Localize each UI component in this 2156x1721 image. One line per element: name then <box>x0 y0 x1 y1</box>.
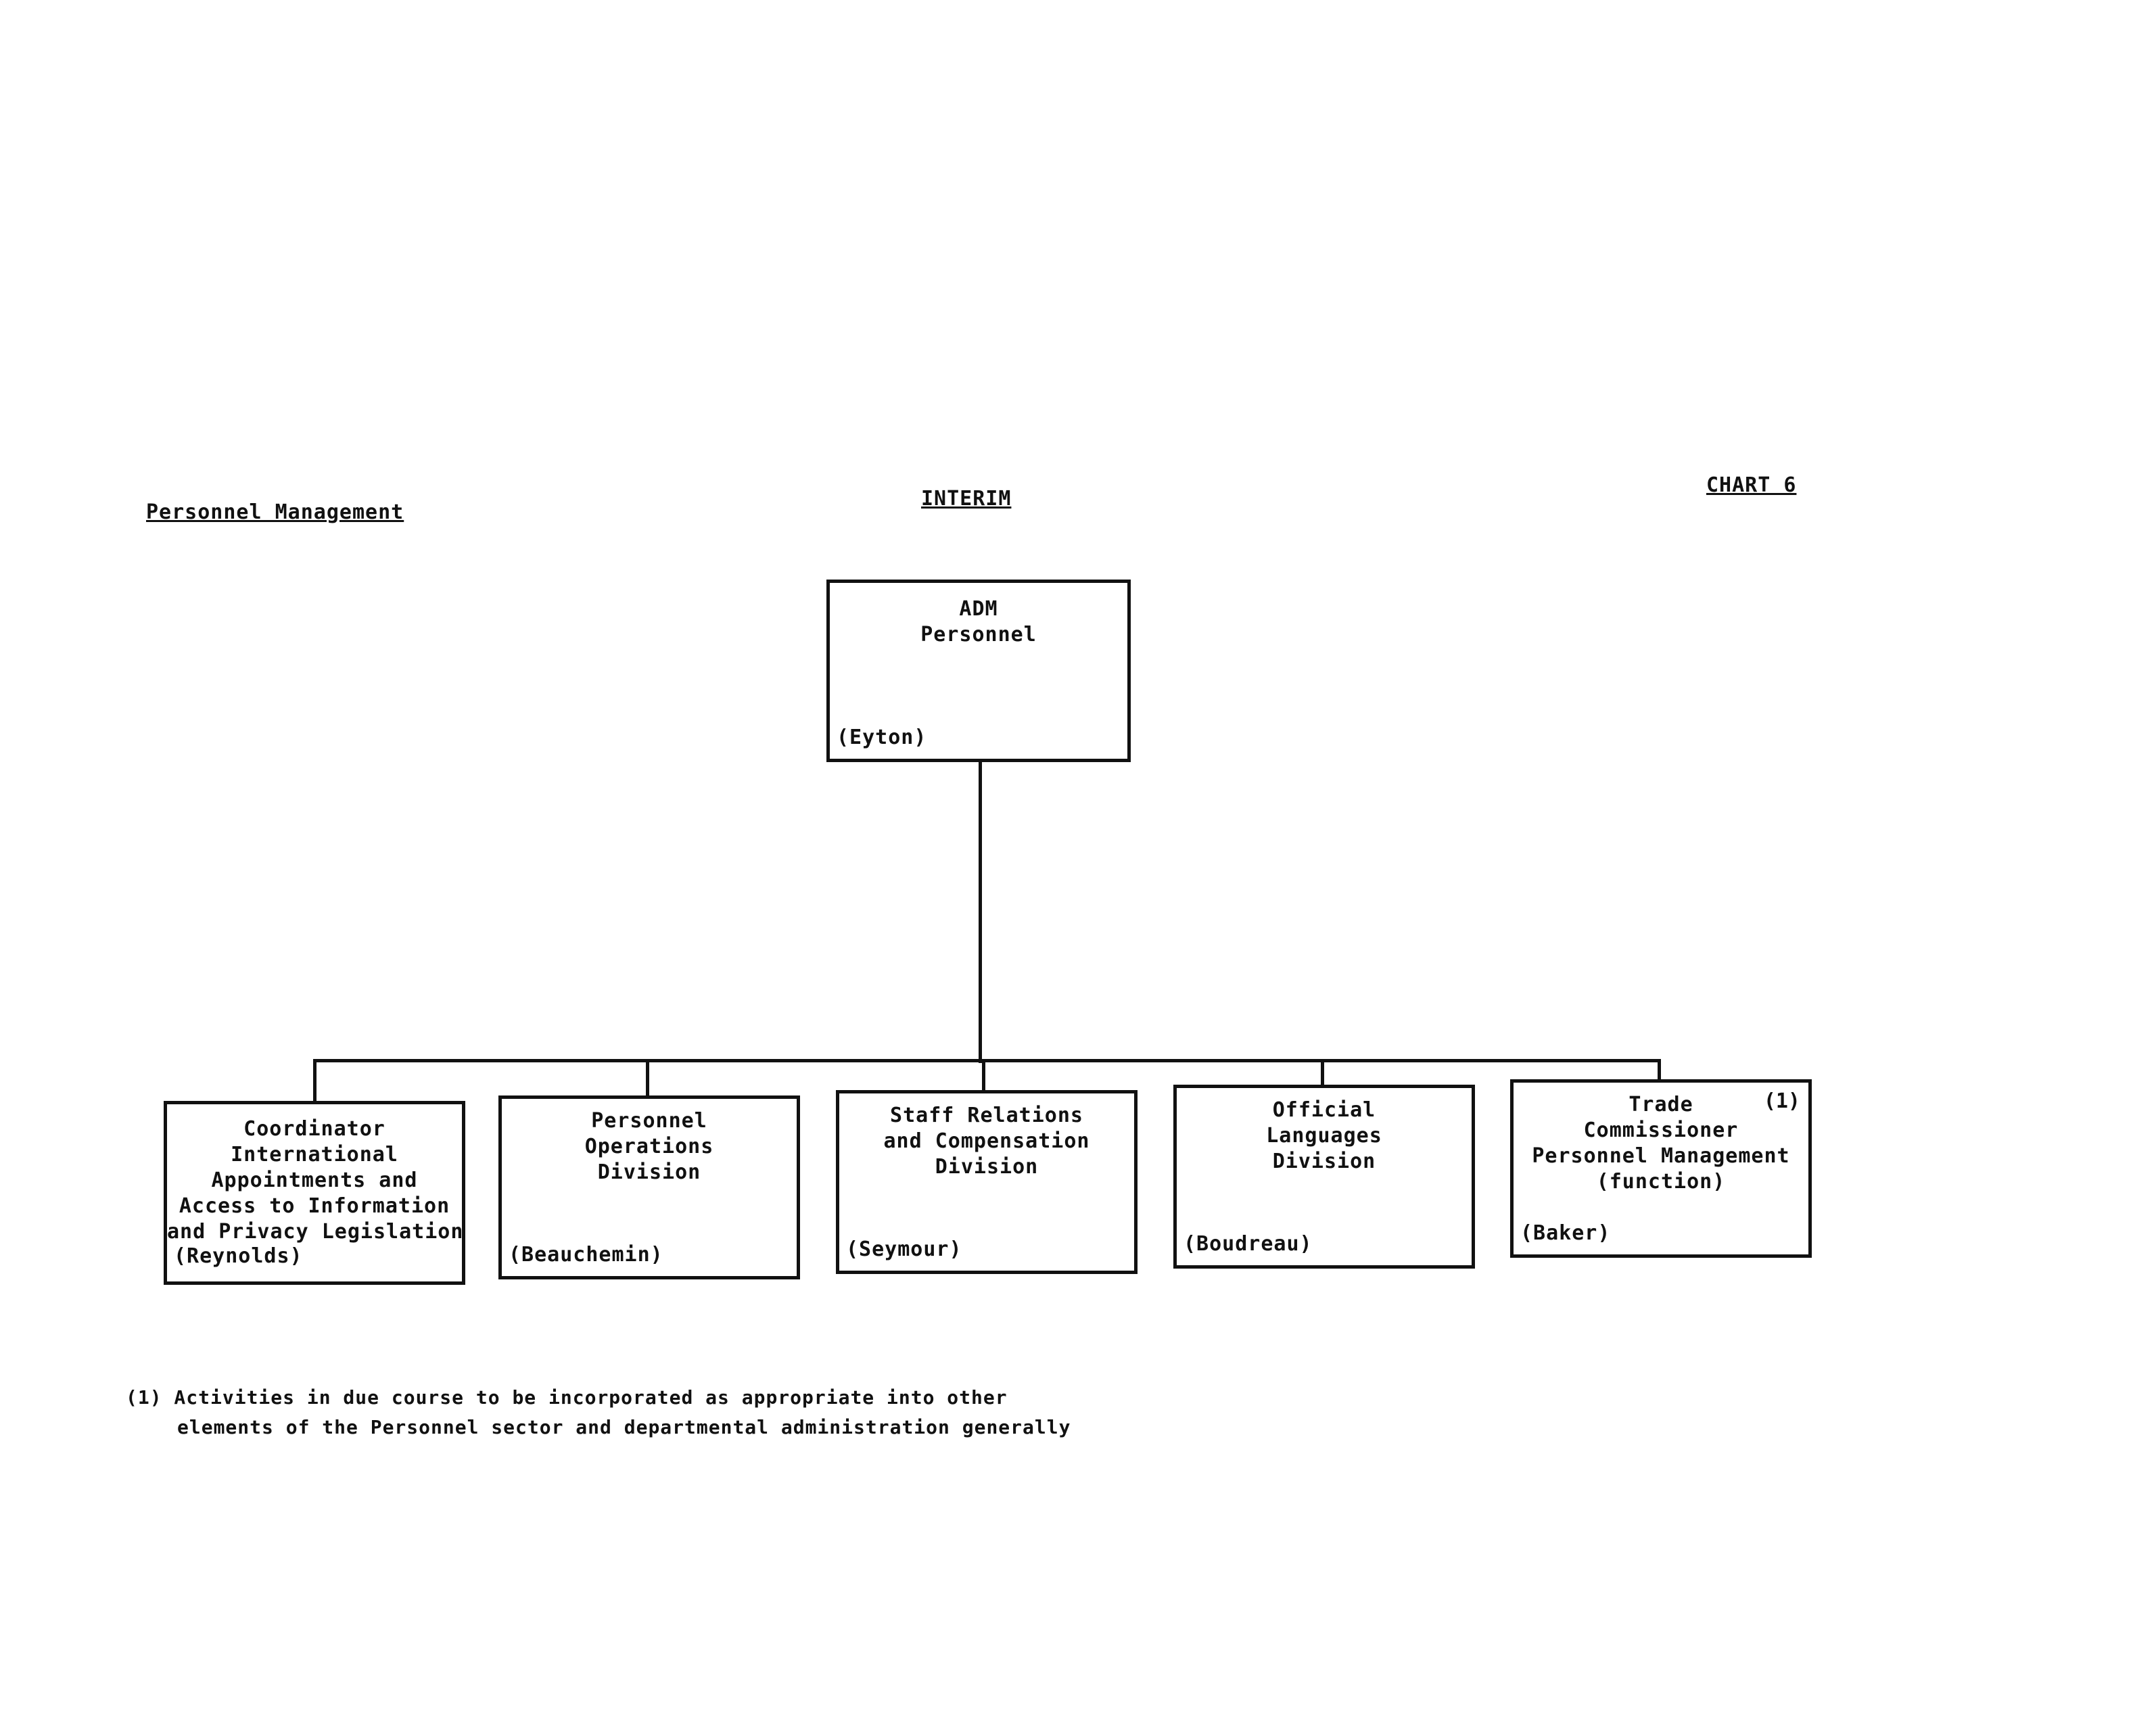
box-incumbent: (Boudreau) <box>1184 1232 1313 1256</box>
box-incumbent: (Beauchemin) <box>509 1243 663 1267</box>
box-incumbent: (Reynolds) <box>174 1244 303 1268</box>
box-title: Personnel Operations Division <box>584 1109 714 1184</box>
chart-number: CHART 6 <box>1706 473 1797 497</box>
box-title: Staff Relations and Compensation Divisio… <box>883 1104 1090 1179</box>
coordinator-international-box: Coordinator International Appointments a… <box>164 1101 465 1285</box>
box-title: ADM Personnel <box>920 597 1037 646</box>
box-incumbent: (Seymour) <box>846 1237 962 1261</box>
footnote-marker: (1) <box>1763 1089 1800 1113</box>
footnote-line-2: elements of the Personnel sector and dep… <box>177 1416 1071 1438</box>
box-title: Coordinator International Appointments a… <box>167 1117 464 1244</box>
drop-line-3 <box>982 1059 985 1091</box>
footnote: (1) Activities in due course to be incor… <box>126 1383 1071 1442</box>
drop-line-2 <box>646 1059 649 1097</box>
drop-line-5 <box>1658 1059 1661 1081</box>
staff-relations-box: Staff Relations and Compensation Divisio… <box>836 1090 1138 1274</box>
trunk-line <box>979 759 982 1063</box>
drop-line-1 <box>313 1059 317 1102</box>
trade-commissioner-box: Trade Commissioner Personnel Management … <box>1510 1079 1812 1258</box>
section-title: Personnel Management <box>146 500 404 524</box>
box-incumbent: (Baker) <box>1520 1221 1611 1245</box>
box-title: Official Languages Division <box>1266 1098 1382 1173</box>
branch-line <box>313 1059 1661 1062</box>
adm-personnel-box: ADM Personnel (Eyton) <box>826 580 1131 762</box>
box-incumbent: (Eyton) <box>837 726 927 749</box>
box-title: Trade Commissioner Personnel Management … <box>1532 1093 1790 1194</box>
personnel-operations-box: Personnel Operations Division (Beauchemi… <box>498 1095 800 1279</box>
footnote-line-1: (1) Activities in due course to be incor… <box>126 1386 1008 1409</box>
official-languages-box: Official Languages Division (Boudreau) <box>1173 1085 1475 1269</box>
drop-line-4 <box>1321 1059 1324 1086</box>
status-label: INTERIM <box>921 487 1012 511</box>
